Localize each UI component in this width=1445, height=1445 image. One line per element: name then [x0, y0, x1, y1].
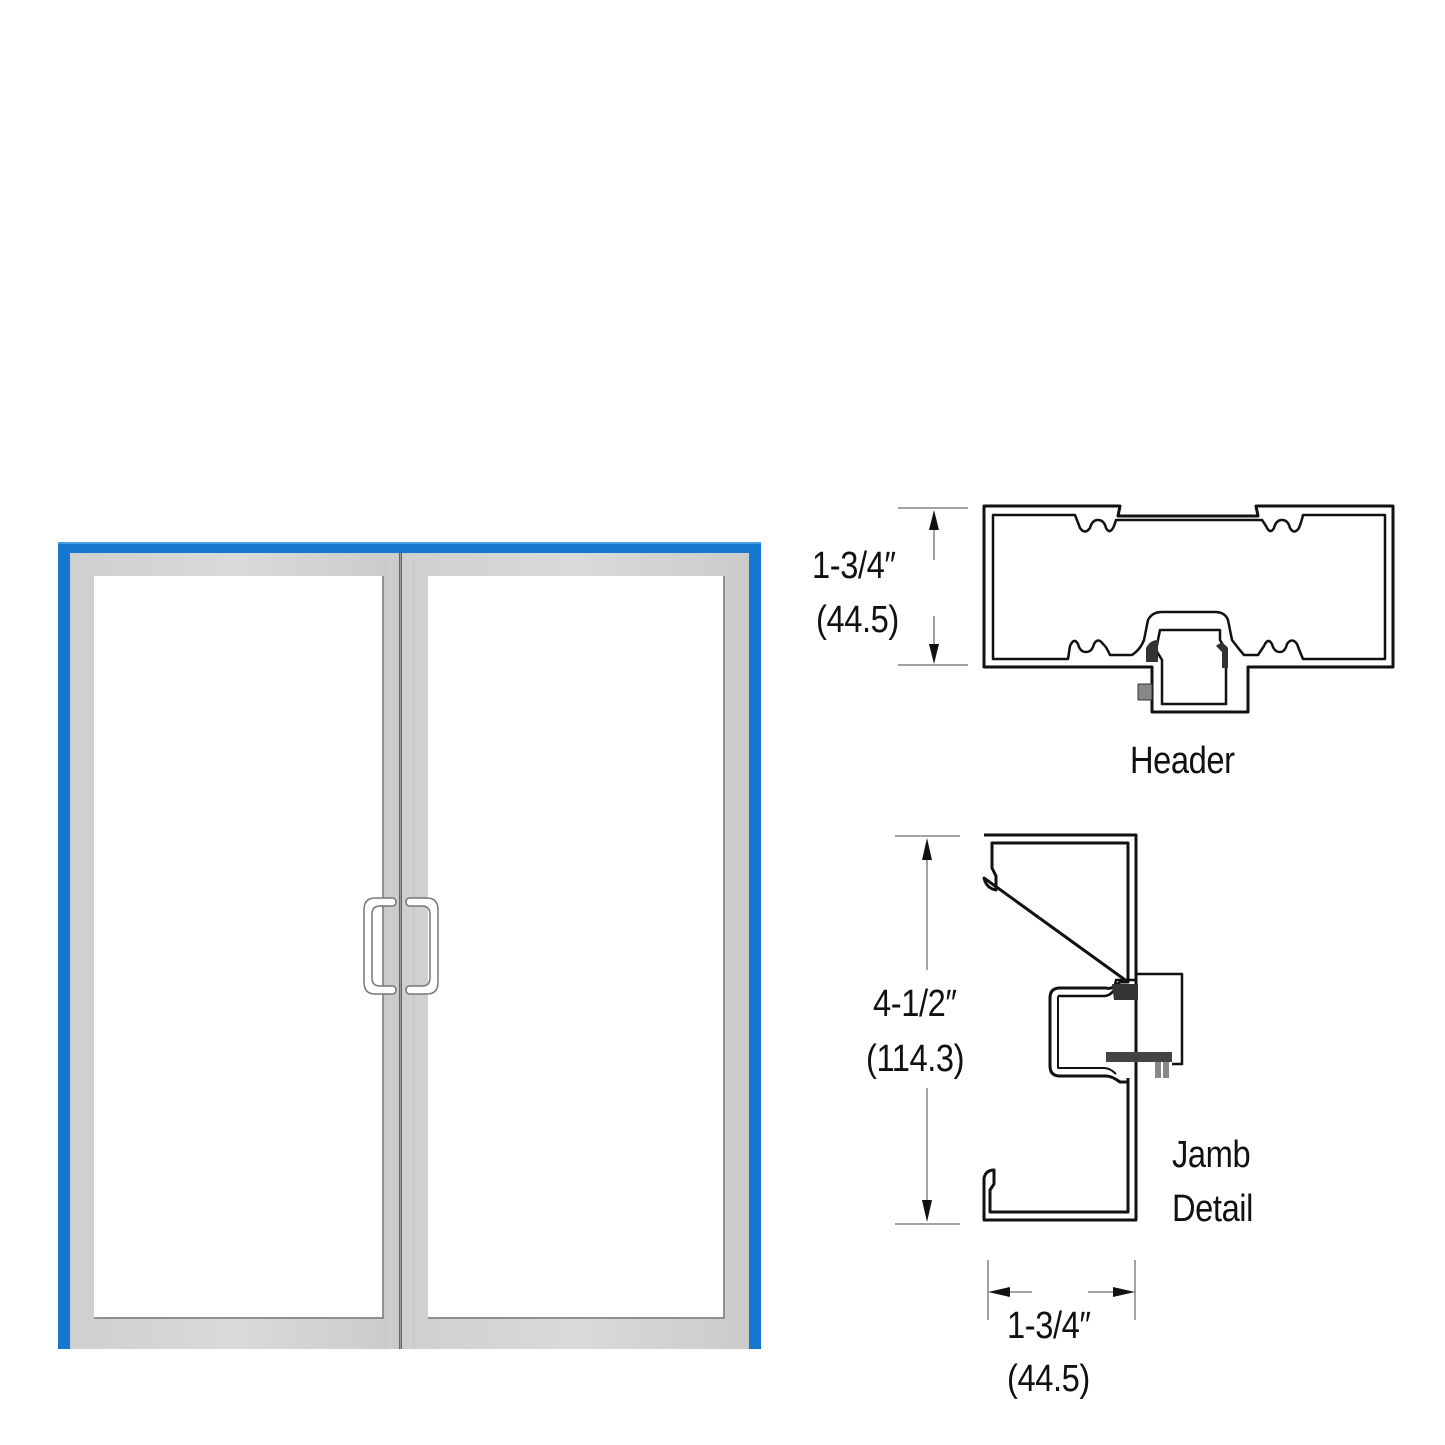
right-door-handle	[405, 897, 439, 995]
jamb-height-metric: (114.3)	[866, 1038, 965, 1080]
left-door-handle	[363, 897, 397, 995]
jamb-caption-line1: Jamb	[1172, 1134, 1251, 1176]
jamb-caption-line2: Detail	[1172, 1188, 1253, 1230]
header-caption: Header	[1130, 740, 1235, 782]
header-dimension-imperial: 1-3/4″	[812, 545, 896, 587]
jamb-profile	[895, 833, 1184, 1320]
jamb-width-imperial: 1-3/4″	[1007, 1305, 1091, 1347]
header-profile	[898, 504, 1395, 714]
jamb-width-metric: (44.5)	[1007, 1358, 1090, 1400]
jamb-height-imperial: 4-1/2″	[873, 983, 957, 1025]
right-glass-pane	[428, 576, 724, 1317]
door-elevation	[58, 542, 761, 1349]
left-glass-pane	[94, 576, 383, 1317]
header-dimension-metric: (44.5)	[816, 599, 899, 641]
